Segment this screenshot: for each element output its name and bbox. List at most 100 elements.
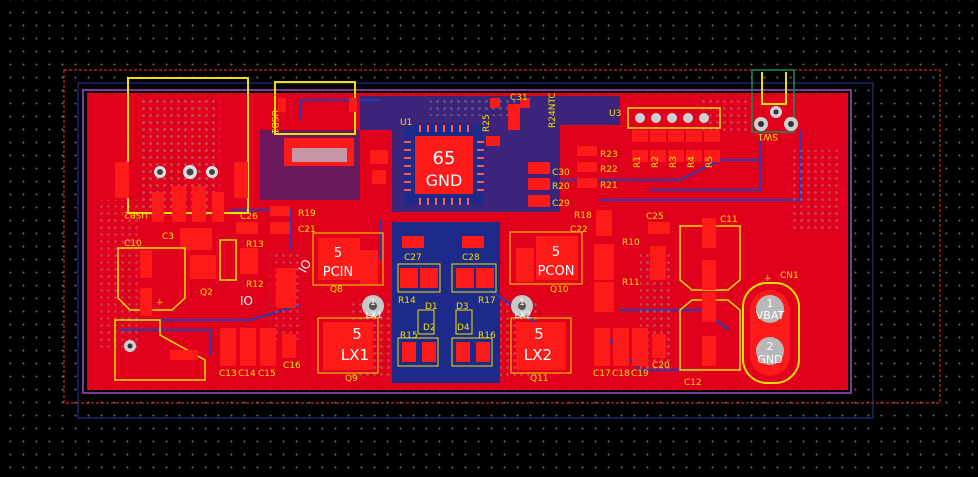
mosfet-q9[interactable] [317,317,379,374]
label-c28: C28 [462,253,480,263]
q11-ref: Q11 [530,374,549,384]
usb-a-connector[interactable] [115,77,249,222]
q9-net: LX1 [341,346,369,364]
label-d4: D4 [457,323,470,333]
center-outlines [397,263,497,367]
switch-sw1[interactable] [751,69,798,133]
label-r25: R25 [482,114,492,132]
battery-plus: + [764,274,772,284]
ic-u1[interactable] [404,125,484,205]
label-r19: R19 [298,209,316,219]
label-c16: C16 [283,361,301,371]
mosfet-q10[interactable] [509,231,583,285]
label-r21: R21 [600,181,618,191]
label-r11: R11 [622,278,640,288]
battery-pin1-net: VBAT [756,309,785,322]
label-io-left: IO [240,294,253,308]
coil-left[interactable] [114,319,206,381]
center-passives[interactable] [400,236,494,362]
q10-ref: Q10 [550,285,569,295]
q9-ref: Q9 [345,374,358,384]
label-r14: R14 [398,296,416,306]
ic-ref: U1 [400,118,412,128]
via-lx2-net: LX2 [515,311,532,321]
label-c27: C27 [404,253,422,263]
label-c18: C18 [612,369,630,379]
q8-pad: 5 [334,246,342,261]
board-outline [63,69,941,404]
q8-ref: Q8 [330,285,343,295]
battery-pin2-net: GND [757,353,782,366]
usb-c-ref: USB1 [269,110,279,134]
label-c30: C30 [552,168,570,178]
battery-connector-cn1[interactable] [742,282,800,384]
ic-pin-count: 65 [433,148,456,169]
bottom-keepout [77,82,874,419]
switch-ref: SW1 [758,131,778,141]
label-r18: R18 [574,211,592,221]
right-passives[interactable] [594,210,670,312]
transistor-q2[interactable] [190,239,237,281]
label-c26: C26 [240,212,258,222]
label-c20: C20 [652,361,670,371]
cap-bank-right[interactable] [594,328,666,366]
bottom-copper-region [392,222,500,383]
resistor-group-right[interactable] [528,146,597,207]
label-d1: D1 [425,302,438,312]
label-c22: C22 [570,225,588,235]
label-c21: C21 [298,225,316,235]
label-q2: Q2 [200,288,213,298]
label-d2: D2 [423,323,436,333]
via-lx1-net: LX1 [366,311,383,321]
q10-net: PCON [538,264,575,279]
label-plus-left: + [156,298,164,308]
via-lx1[interactable] [362,295,384,317]
cap-c12[interactable] [679,292,741,371]
r24ntc[interactable] [490,98,530,130]
label-r15: R15 [400,331,418,341]
label-r5: R5 [705,156,715,168]
label-c19: C19 [631,369,649,379]
header-u3[interactable] [627,107,721,162]
q11-pad: 5 [534,325,544,343]
label-c29: C29 [552,199,570,209]
battery-pin2-num: 2 [767,340,774,353]
ic-net-gnd: GND [426,171,463,190]
label-r23: R23 [600,150,618,160]
label-r2: R2 [651,156,661,168]
left-passives[interactable] [236,206,296,308]
label-io-right: IO [296,257,315,275]
label-c11: C11 [720,215,738,225]
label-c25: C25 [646,212,664,222]
label-c17: C17 [593,369,611,379]
header-u3-ref: U3 [609,109,621,119]
cap-bank-left[interactable] [220,328,296,366]
label-c31: C31 [510,93,528,103]
cap-c10[interactable] [117,247,186,316]
label-c14: C14 [238,369,256,379]
mosfet-q11[interactable] [510,317,572,374]
via-lx2[interactable] [511,295,533,317]
label-c12: C12 [684,378,702,388]
via-lx1-num: 1 [370,298,376,308]
battery-pin1-num: 1 [767,297,774,310]
label-r24ntc: R24NTC [548,92,558,128]
q9-pad: 5 [352,325,362,343]
q8-net: PCIN [323,265,353,280]
usb-c-connector[interactable] [274,81,357,166]
q11-net: LX2 [524,346,552,364]
cap-c11[interactable] [679,218,741,291]
label-r22: R22 [600,165,618,175]
cap-c3[interactable] [180,228,212,250]
label-r4: R4 [687,156,697,168]
label-c10: C10 [124,239,142,249]
label-c15: C15 [258,369,276,379]
label-r10: R10 [622,238,640,248]
label-r13: R13 [246,240,264,250]
label-d3: D3 [456,302,469,312]
via-lx2-num: 1 [519,298,525,308]
label-r17: R17 [478,296,496,306]
mosfet-q8[interactable] [312,232,384,286]
usb-a-ref: USB2 [124,209,148,219]
